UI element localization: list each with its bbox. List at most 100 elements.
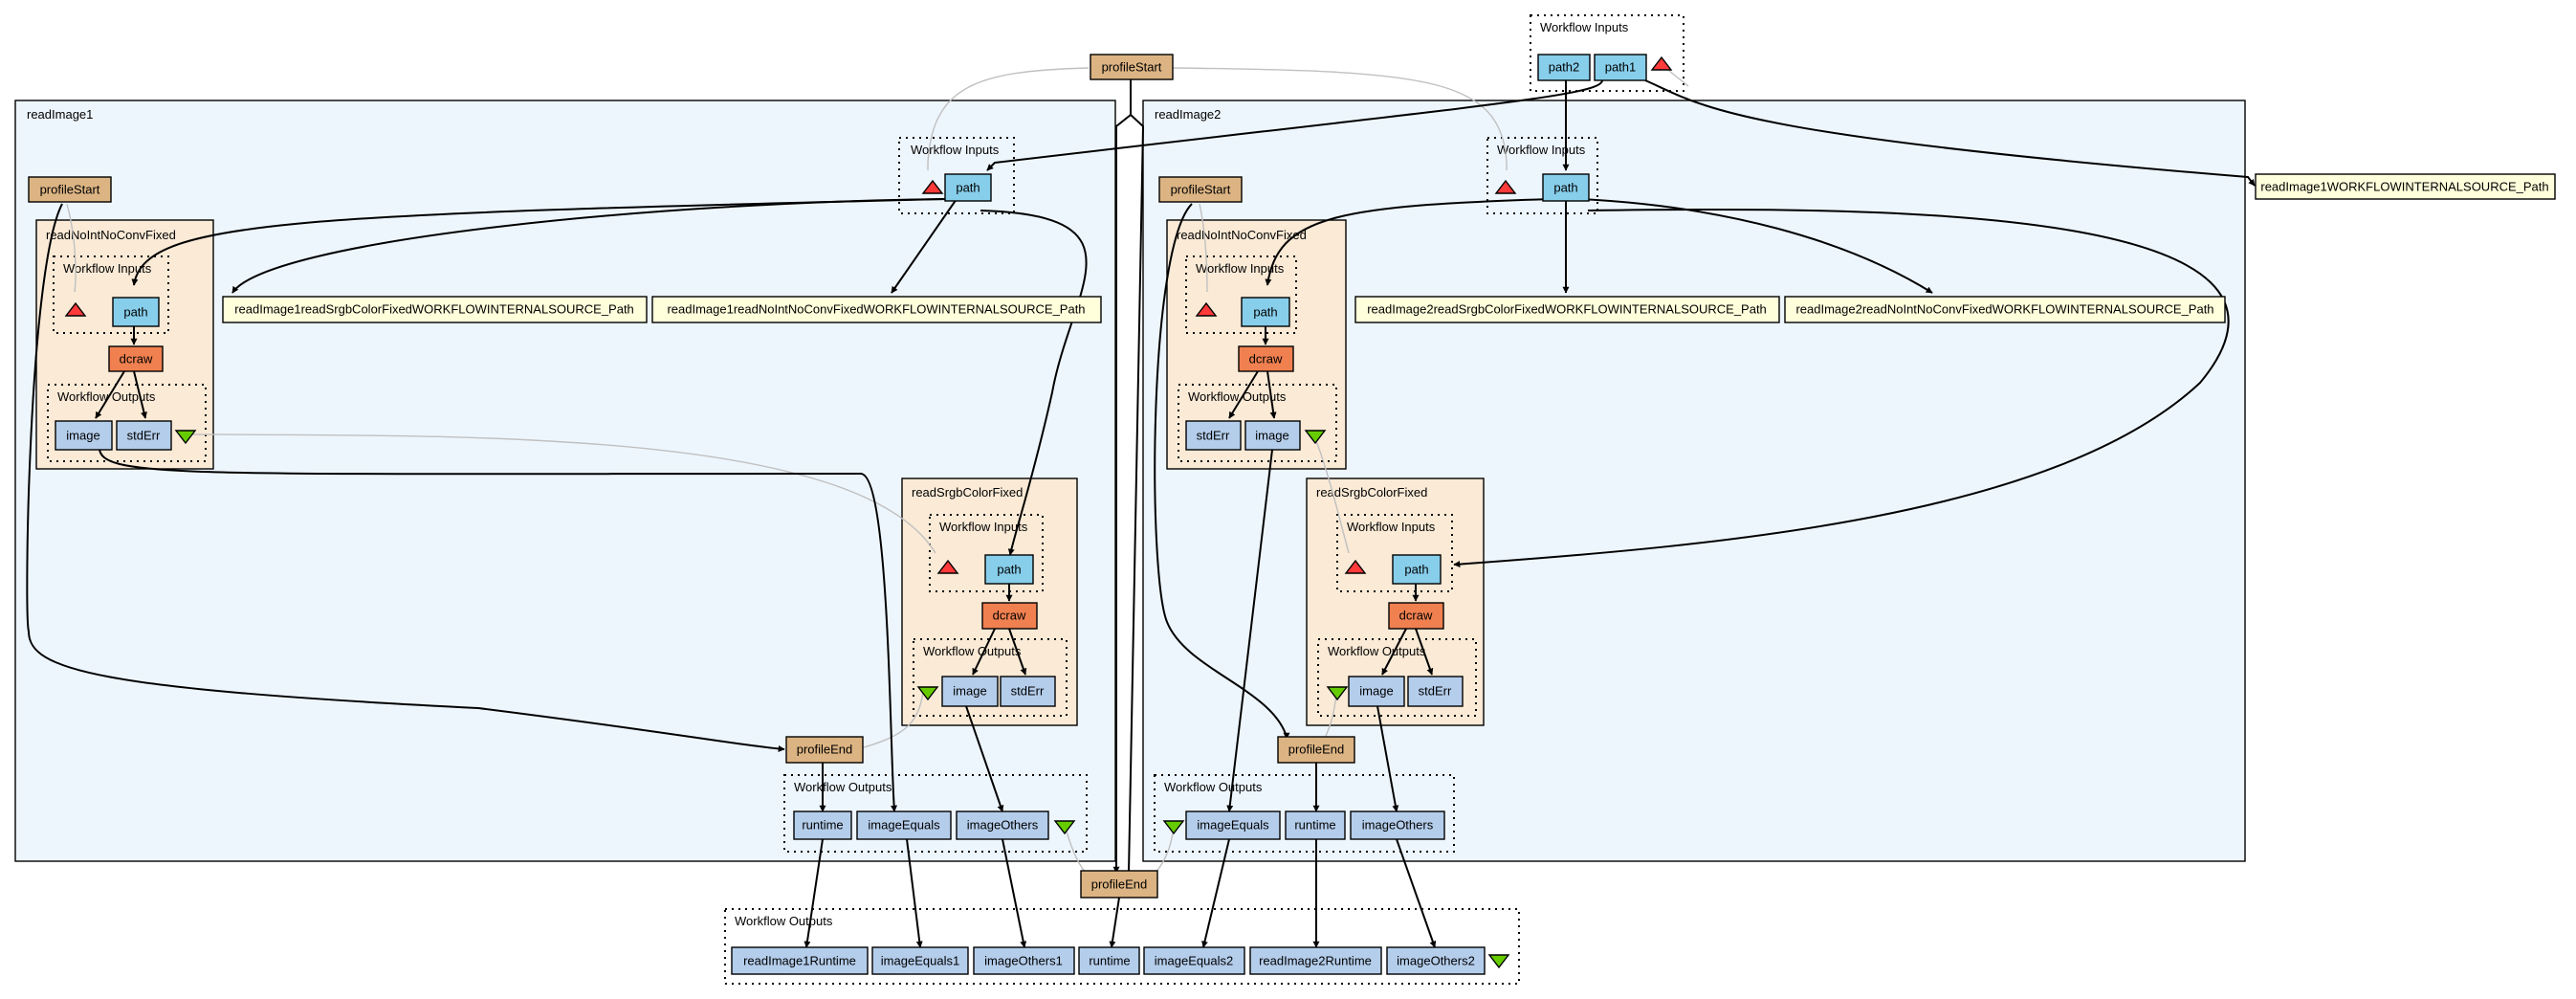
r2-noconv-outputs-label: Workflow Outputs [1188, 389, 1287, 404]
node-lit-r2-srgb[interactable]: readImage2readSrgbColorFixedWORKFLOWINTE… [1354, 296, 1780, 323]
node-path1[interactable]: path1 [1594, 54, 1647, 81]
node-out-runtime[interactable]: runtime [1078, 946, 1140, 975]
node-lit-r1-srgb[interactable]: readImage1readSrgbColorFixedWORKFLOWINTE… [222, 296, 648, 323]
node-r1-profile-end[interactable]: profileEnd [785, 736, 864, 764]
node-r2-noconv-path[interactable]: path [1241, 297, 1290, 327]
control-edges [66, 66, 1689, 874]
triangle-markers [64, 56, 1673, 969]
r2-srgb-outputs-cluster [1317, 638, 1477, 717]
node-r1-image-equals[interactable]: imageEquals [856, 810, 952, 840]
node-r1-noconv-dcraw[interactable]: dcraw [108, 345, 164, 372]
node-r2-srgb-image[interactable]: image [1348, 676, 1405, 707]
data-edge [1396, 838, 1437, 948]
node-out-readimage2-runtime[interactable]: readImage2Runtime [1249, 946, 1382, 975]
node-r1-noconv-image[interactable]: image [55, 420, 113, 451]
svg-text:path: path [997, 563, 1021, 577]
svg-text:readImage2readSrgbColorFixedWO: readImage2readSrgbColorFixedWORKFLOWINTE… [1367, 302, 1767, 317]
svg-text:readImage2Runtime: readImage2Runtime [1259, 954, 1372, 968]
svg-text:profileStart: profileStart [1102, 60, 1162, 75]
node-r1-path[interactable]: path [944, 173, 992, 202]
svg-text:dcraw: dcraw [1399, 609, 1433, 623]
node-r2-noconv-image[interactable]: image [1244, 420, 1301, 451]
svg-text:profileEnd: profileEnd [1288, 743, 1345, 757]
r2-srgb-inputs-label: Workflow Inputs [1347, 520, 1436, 534]
node-profile-end-top[interactable]: profileEnd [1080, 870, 1158, 899]
data-edge [133, 370, 147, 419]
data-edge [1154, 203, 1290, 740]
bottom-workflow-outputs-label: Workflow Outputs [735, 914, 833, 928]
node-r2-srgb-stderr[interactable]: stdErr [1407, 676, 1464, 707]
node-r2-runtime[interactable]: runtime [1285, 810, 1346, 840]
r1-workflow-inputs-label: Workflow Inputs [911, 143, 1000, 157]
r2-srgb-outputs-label: Workflow Outputs [1328, 644, 1426, 658]
node-out-image-equals2[interactable]: imageEquals2 [1143, 946, 1245, 975]
node-r1-profile-start[interactable]: profileStart [28, 176, 112, 203]
svg-text:imageOthers1: imageOthers1 [984, 954, 1063, 968]
node-r1-srgb-stderr[interactable]: stdErr [1000, 676, 1056, 707]
node-r2-path[interactable]: path [1542, 173, 1590, 202]
node-r1-runtime[interactable]: runtime [793, 810, 852, 840]
node-r1-noconv-path[interactable]: path [112, 297, 160, 327]
input-triangle-icon [1344, 559, 1367, 574]
bottom-workflow-outputs-cluster [724, 908, 1520, 985]
input-triangle-icon [921, 179, 944, 194]
output-triangle-icon [1162, 820, 1185, 835]
input-triangle-icon [1494, 179, 1517, 194]
node-r2-image-others[interactable]: imageOthers [1350, 810, 1445, 840]
node-r1-noconv-stderr[interactable]: stdErr [116, 420, 172, 451]
node-r2-srgb-path[interactable]: path [1392, 554, 1442, 585]
cluster-r2-noconv-label: readNoIntNoConvFixed [1177, 228, 1307, 242]
node-r1-srgb-path[interactable]: path [984, 554, 1034, 585]
r2-workflow-outputs-label: Workflow Outputs [1164, 780, 1263, 794]
data-edge [95, 370, 125, 419]
data-edge [131, 198, 944, 286]
output-triangle-icon [1304, 430, 1327, 445]
svg-text:imageOthers: imageOthers [967, 818, 1039, 832]
svg-text:readImage1readSrgbColorFixedWO: readImage1readSrgbColorFixedWORKFLOWINTE… [234, 302, 634, 317]
output-triangle-icon [1487, 954, 1510, 969]
control-edge [184, 433, 936, 554]
svg-text:stdErr: stdErr [1011, 684, 1045, 699]
node-profile-start-top[interactable]: profileStart [1090, 54, 1174, 80]
data-edge [1577, 198, 1933, 294]
output-triangle-icon [174, 430, 197, 445]
data-edge [1226, 449, 1273, 812]
node-r1-srgb-dcraw[interactable]: dcraw [981, 602, 1038, 630]
svg-text:profileStart: profileStart [1171, 183, 1231, 197]
r2-noconv-inputs-cluster [1185, 255, 1297, 334]
data-edges [26, 79, 2256, 948]
node-r2-noconv-dcraw[interactable]: dcraw [1238, 345, 1294, 372]
data-edge [1128, 114, 1145, 874]
r1-srgb-outputs-label: Workflow Outputs [923, 644, 1022, 658]
svg-text:path: path [956, 181, 980, 195]
svg-text:profileEnd: profileEnd [1091, 877, 1148, 892]
node-out-readimage1-runtime[interactable]: readImage1Runtime [731, 946, 869, 975]
svg-text:profileStart: profileStart [40, 183, 100, 197]
data-edge [1112, 79, 1132, 874]
svg-text:runtime: runtime [1294, 818, 1335, 832]
node-path2[interactable]: path2 [1537, 54, 1591, 81]
node-lit-r1-path[interactable]: readImage1WORKFLOWINTERNALSOURCE_Path [2255, 173, 2556, 200]
node-out-image-equals1[interactable]: imageEquals1 [871, 946, 969, 975]
input-triangle-icon [936, 559, 959, 574]
svg-text:dcraw: dcraw [1249, 352, 1283, 366]
control-edge [1312, 433, 1350, 554]
node-r2-image-equals[interactable]: imageEquals [1185, 810, 1281, 840]
data-edge [1644, 79, 2256, 187]
node-lit-r2-noconv[interactable]: readImage2readNoIntNoConvFixedWORKFLOWIN… [1784, 296, 2226, 323]
control-edge [66, 203, 77, 293]
svg-text:path: path [1253, 305, 1277, 320]
node-r1-srgb-image[interactable]: image [941, 676, 999, 707]
node-out-image-others1[interactable]: imageOthers1 [973, 946, 1075, 975]
svg-text:image: image [953, 684, 986, 699]
node-r1-image-others[interactable]: imageOthers [956, 810, 1049, 840]
node-lit-r1-noconv[interactable]: readImage1readNoIntNoConvFixedWORKFLOWIN… [651, 296, 1102, 323]
r1-workflow-outputs-label: Workflow Outputs [794, 780, 892, 794]
node-r2-srgb-dcraw[interactable]: dcraw [1388, 602, 1444, 630]
output-triangle-icon [1053, 820, 1076, 835]
node-out-image-others2[interactable]: imageOthers2 [1386, 946, 1486, 975]
node-r2-profile-start[interactable]: profileStart [1158, 176, 1243, 203]
node-r2-profile-end[interactable]: profileEnd [1277, 736, 1355, 764]
node-r2-noconv-stderr[interactable]: stdErr [1185, 420, 1242, 451]
